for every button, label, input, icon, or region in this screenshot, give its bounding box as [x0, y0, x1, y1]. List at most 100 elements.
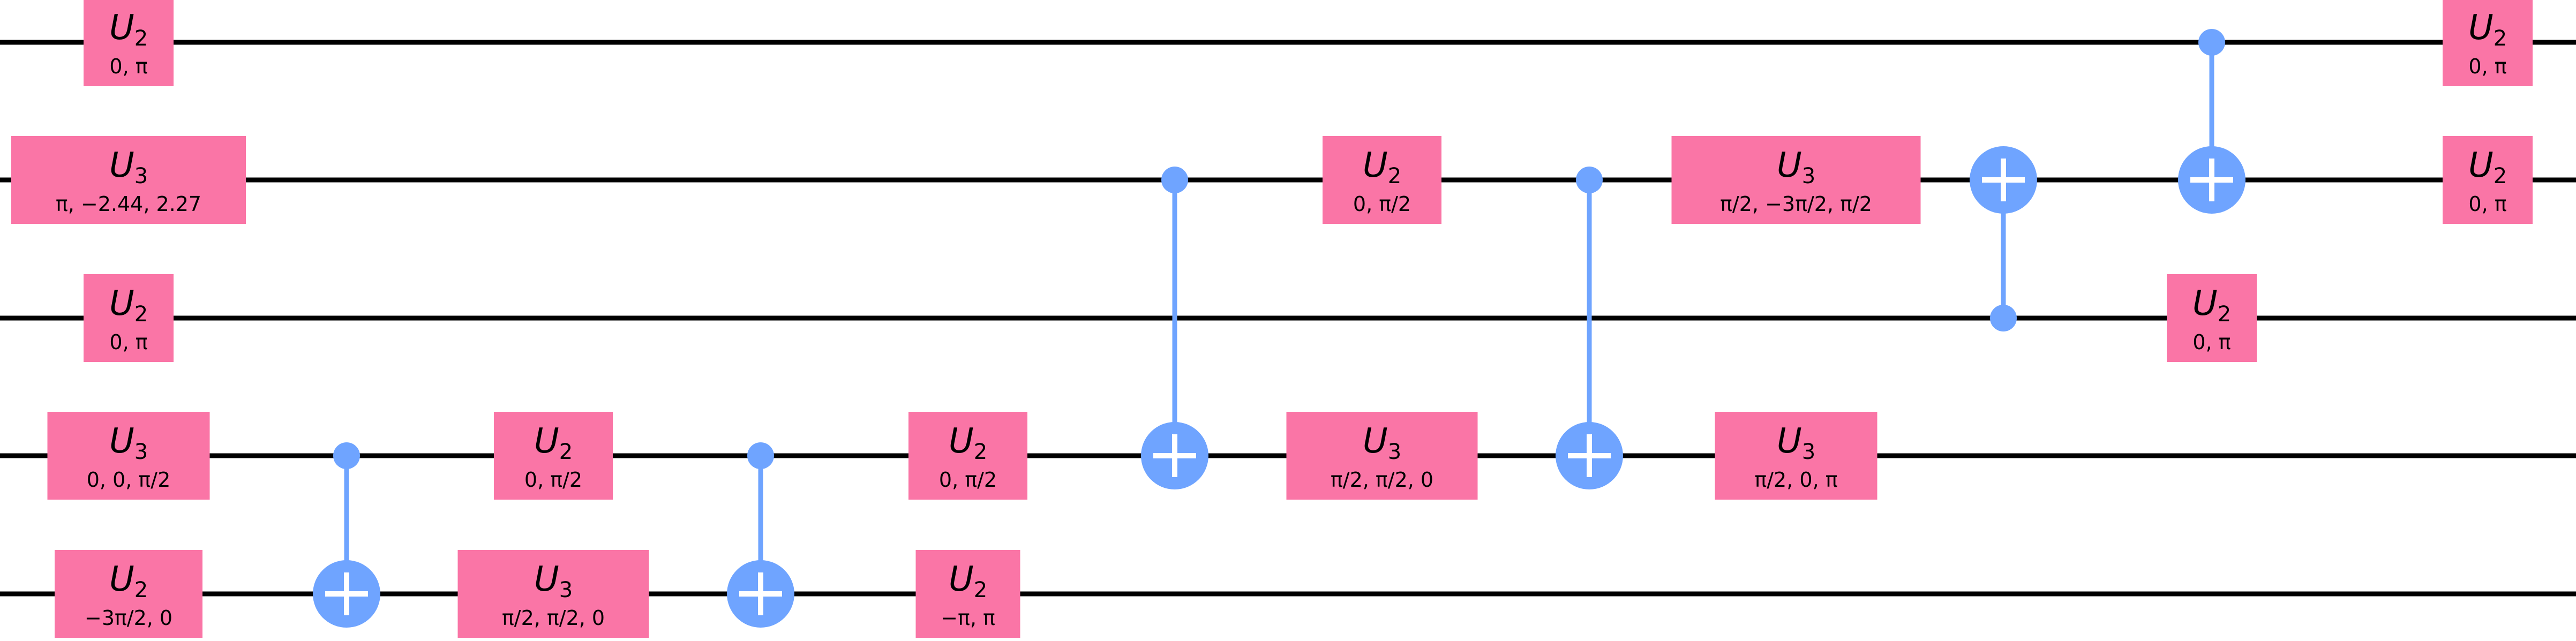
cnot-control-dot: [333, 442, 360, 469]
cnot-gate: [2178, 29, 2245, 214]
gate-label: U2: [2192, 284, 2231, 327]
gate-parameters: 0, π: [2468, 55, 2506, 78]
gate-label-letter: U: [2192, 284, 2218, 323]
cnot-gate: [1556, 167, 1623, 489]
gate-label-subscript: 2: [974, 578, 987, 602]
gate-parameters: −π, π: [941, 606, 995, 630]
cnot-gate: [1141, 167, 1208, 489]
gate-box: [1286, 412, 1478, 500]
gate-label-subscript: 2: [2218, 302, 2231, 327]
gate-box: [457, 550, 649, 638]
gate-parameters: 0, 0, π/2: [87, 468, 171, 492]
gate-label: U3: [109, 146, 148, 188]
cnot-gate: [727, 442, 794, 628]
gate-label: U2: [109, 560, 148, 602]
gate-label-subscript: 3: [559, 578, 573, 602]
gate-label-letter: U: [109, 560, 134, 599]
u2-gate: U2 0, π: [2443, 0, 2533, 86]
gate-label-letter: U: [1363, 146, 1388, 185]
gate-parameters: 0, π: [109, 55, 147, 78]
gate-label: U2: [949, 560, 987, 602]
gate-label-subscript: 2: [134, 26, 148, 51]
gate-label: U2: [2468, 146, 2507, 188]
gate-label-letter: U: [2468, 146, 2494, 185]
u2-gate: U2 0, π: [2167, 274, 2257, 362]
gate-parameters: π/2, −3π/2, π/2: [1720, 192, 1872, 216]
gate-box: [908, 412, 1027, 500]
gate-parameters: 0, π: [109, 330, 147, 354]
gate-label: U3: [109, 421, 148, 464]
cnot-control-dot: [1576, 167, 1603, 193]
qubit-wires: [0, 40, 2576, 597]
cnot-control-dot: [2198, 29, 2225, 56]
gate-label-letter: U: [1363, 421, 1388, 461]
gate-parameters: 0, π/2: [524, 468, 582, 492]
gate-parameters: 0, π/2: [1353, 192, 1411, 216]
gate-label-letter: U: [109, 284, 134, 323]
gate-box: [84, 0, 174, 86]
gate-box: [2443, 0, 2533, 86]
u2-gate: U2 0, π: [2443, 136, 2533, 224]
u3-gate: U3 π/2, π/2, 0: [457, 550, 649, 638]
gate-label: U2: [109, 284, 148, 327]
gate-label-letter: U: [949, 560, 974, 599]
u3-gate: U3 π, −2.44, 2.27: [11, 136, 246, 224]
u2-gate: U2 0, π/2: [494, 412, 613, 500]
gate-label-subscript: 2: [2494, 164, 2507, 188]
gate-label-subscript: 3: [134, 164, 148, 188]
gate-label-letter: U: [2468, 8, 2494, 48]
gate-label-subscript: 2: [974, 440, 987, 464]
gate-parameters: 0, π: [2468, 192, 2506, 216]
gate-label-subscript: 2: [2494, 26, 2507, 51]
gate-parameters: π, −2.44, 2.27: [56, 192, 201, 216]
gate-label: U3: [1777, 421, 1815, 464]
gate-box: [2167, 274, 2257, 362]
gate-label: U2: [1363, 146, 1401, 188]
gate-parameters: π/2, π/2, 0: [1331, 468, 1433, 492]
cnot-control-dot: [747, 442, 774, 469]
gate-box: [494, 412, 613, 500]
gate-label: U3: [1777, 146, 1815, 188]
gate-box: [84, 274, 174, 362]
cnot-gate: [313, 442, 380, 628]
gate-label-letter: U: [1777, 421, 1802, 461]
u2-gate: U2−3π/2, 0: [55, 550, 202, 638]
u3-gate: U3 0, 0, π/2: [47, 412, 210, 500]
gate-label-letter: U: [1777, 146, 1802, 185]
gate-label-subscript: 3: [1802, 440, 1815, 464]
gate-label: U2: [534, 421, 573, 464]
cnot-control-dot: [1990, 305, 2017, 331]
gate-label-letter: U: [109, 146, 134, 185]
u2-gate: U2 0, π/2: [1323, 136, 1441, 224]
gate-parameters: 0, π: [2192, 330, 2230, 354]
gate-label-subscript: 2: [134, 578, 148, 602]
gate-box: [1323, 136, 1441, 224]
gate-box: [1671, 136, 1921, 224]
gate-parameters: π/2, π/2, 0: [502, 606, 605, 630]
cnot-gate: [1970, 146, 2037, 331]
gate-box: [2443, 136, 2533, 224]
gate-label-letter: U: [949, 421, 974, 461]
gate-box: [55, 550, 202, 638]
gate-label: U2: [109, 8, 148, 51]
u2-gate: U2 0, π: [84, 274, 174, 362]
gate-box: [11, 136, 246, 224]
gate-label-subscript: 3: [134, 440, 148, 464]
gate-label-letter: U: [534, 421, 559, 461]
gate-label-letter: U: [534, 560, 559, 599]
gate-label: U3: [1363, 421, 1401, 464]
gate-box: [47, 412, 210, 500]
gate-label-letter: U: [109, 8, 134, 48]
gate-parameters: 0, π/2: [939, 468, 997, 492]
gate-box: [1715, 412, 1877, 500]
gate-label: U2: [949, 421, 987, 464]
cnot-control-dot: [1161, 167, 1188, 193]
gate-label-subscript: 3: [1802, 164, 1815, 188]
gate-label-letter: U: [109, 421, 134, 461]
gate-label-subscript: 2: [134, 302, 148, 327]
gate-label-subscript: 2: [559, 440, 573, 464]
u2-gate: U2 0, π: [84, 0, 174, 86]
gate-box: [915, 550, 1020, 638]
